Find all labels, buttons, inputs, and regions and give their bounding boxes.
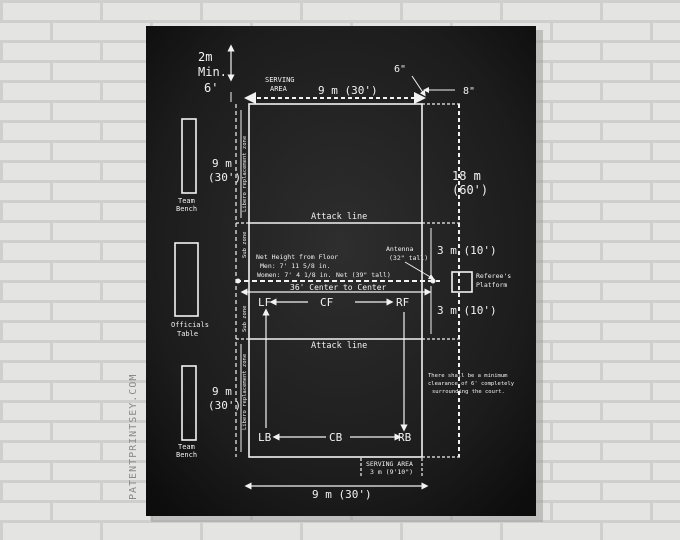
half-length-lower-ft: (30') <box>208 399 241 412</box>
attack-line-upper-label: Attack line <box>311 212 367 222</box>
antenna-label-2: (32" tall) <box>389 254 428 262</box>
officials-table <box>174 242 199 317</box>
clearance-note-3: surrounding the court. <box>432 389 505 395</box>
team-bench-lower-2: Bench <box>176 451 197 459</box>
width-bottom-label: 9 m (30') <box>312 488 372 501</box>
chalkboard-canvas <box>146 26 536 516</box>
attack-zone-lower-label: 3 m (10') <box>437 304 497 317</box>
net-height-men: Men: 7' 11 5/8 in. <box>260 262 330 270</box>
clearance-top-label: 2m <box>198 50 212 64</box>
officials-table-2: Table <box>177 330 198 338</box>
court-length-ft-label: (60') <box>452 183 488 197</box>
officials-table-1: Officials <box>171 321 209 329</box>
serving-area-bottom-2: 3 m (9'10") <box>370 468 413 476</box>
position-lf: LF <box>258 296 271 309</box>
clearance-min-label: Min. <box>198 65 227 79</box>
dim-8in-label: 8" <box>463 86 475 97</box>
antenna-label-1: Antenna <box>386 245 413 253</box>
net-height-women: Women: 7' 4 1/8 in. <box>257 271 331 279</box>
serving-area-top-1: SERVING <box>265 76 295 84</box>
clearance-ft-label: 6' <box>204 81 218 95</box>
serving-area-bottom-1: SERVING AREA <box>366 460 413 468</box>
position-rf: RF <box>396 296 409 309</box>
serving-area-top-2: AREA <box>270 85 288 93</box>
libero-zone-upper: Libero replacement zone <box>242 136 248 212</box>
clearance-note-1: There shall be a minimum <box>428 373 508 379</box>
referee-label-1: Referee's <box>476 272 511 280</box>
half-length-upper-ft: (30') <box>208 171 241 184</box>
position-cb: CB <box>329 431 343 444</box>
width-top-label: 9 m (30') <box>318 84 378 97</box>
net-label: Net (39" tall) <box>336 271 391 279</box>
sub-zone-upper: Sub zone <box>242 232 248 259</box>
attack-line-lower-label: Attack line <box>311 341 367 351</box>
position-lb: LB <box>258 431 272 444</box>
position-rb: RB <box>398 431 412 444</box>
team-bench-lower-1: Team <box>178 443 195 451</box>
team-bench-upper-2: Bench <box>176 205 197 213</box>
team-bench-lower <box>181 365 197 441</box>
watermark: PATENTPRINTSEY.COM <box>128 374 139 500</box>
half-length-lower: 9 m <box>212 385 232 398</box>
attack-zone-upper-label: 3 m (10') <box>437 244 497 257</box>
sub-zone-lower: Sub zone <box>242 306 248 333</box>
clearance-note-2: clearance of 6' completely <box>428 381 515 387</box>
referee-label-2: Platform <box>476 281 507 289</box>
team-bench-upper <box>181 118 197 194</box>
half-length-upper: 9 m <box>212 157 232 170</box>
referee-platform <box>451 271 473 293</box>
net-height-title: Net Height from Floor <box>256 253 338 261</box>
center-to-center-label: 36' Center to Center <box>290 283 387 292</box>
court-length-label: 18 m <box>452 169 481 183</box>
antenna-right <box>430 278 436 284</box>
position-cf: CF <box>320 296 333 309</box>
antenna-left <box>235 278 241 284</box>
team-bench-upper-1: Team <box>178 197 195 205</box>
dim-6in-label: 6" <box>394 64 406 75</box>
libero-zone-lower: Libero replacement zone <box>242 354 248 430</box>
